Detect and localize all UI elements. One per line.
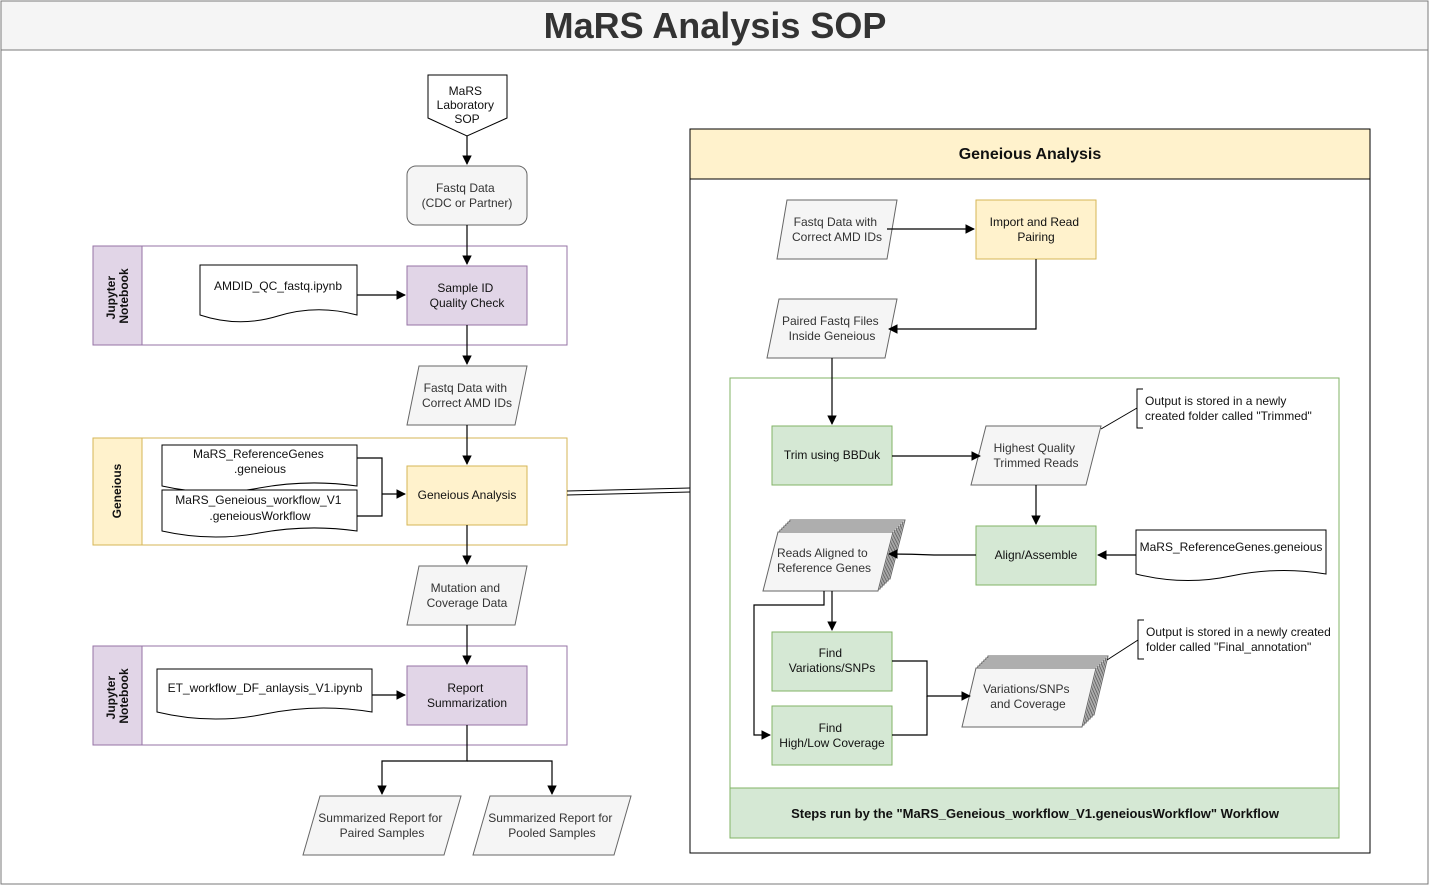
align-node: Align/Assemble	[975, 525, 1097, 586]
svg-text:MaRS_Geneious_workflow_V1: MaRS_Geneious_workflow_V1 .geneiousWorkf…	[175, 493, 344, 523]
page-title: MaRS Analysis SOP	[544, 5, 887, 46]
workflow-doc: MaRS_Geneious_workflow_V1 .geneiousWorkf…	[161, 489, 358, 538]
geneious-panel-title: Geneious Analysis	[959, 146, 1102, 163]
edge-final-note-link	[1106, 639, 1139, 661]
panel-connectors	[753, 224, 1139, 740]
svg-text:Mutation and Coverage Da: Mutation and Coverage Data	[427, 581, 508, 610]
panel-ref-genes-doc: MaRS_ReferenceGenes.geneious	[1135, 529, 1327, 581]
final-annotation-note: Output is stored in a newly created fold…	[1137, 619, 1334, 660]
edge-coverage-to-variations	[892, 696, 928, 736]
swimlane-geneious-label: Geneious	[110, 463, 124, 518]
svg-text:Output is stored in a newly cr: Output is stored in a newly created fold…	[1146, 625, 1334, 654]
svg-text:Summarized Report for Pa: Summarized Report for Paired Samples	[318, 811, 445, 840]
trimmed-note: Output is stored in a newly created fold…	[1136, 388, 1312, 429]
swimlane-jupyter-bottom-label: Jupyter Notebook	[104, 668, 131, 724]
fastq-correct-ids-node: Fastq Data with Correct AMD IDs	[406, 365, 528, 426]
mutation-coverage-node: Mutation and Coverage Data	[406, 565, 528, 626]
svg-text:ET_workflow_DF_anlaysis_V1.ipy: ET_workflow_DF_anlaysis_V1.ipynb	[168, 681, 363, 695]
svg-text:Reads Aligned to Referen: Reads Aligned to Reference Genes	[777, 546, 871, 575]
svg-text:Geneious Analysis: Geneious Analysis	[418, 488, 517, 502]
svg-text:AMDID_QC_fastq.ipynb: AMDID_QC_fastq.ipynb	[214, 279, 342, 293]
svg-text:Find Variations/SNPs: Find Variations/SNPs	[789, 646, 875, 675]
svg-text:Report Summarization: Report Summarization	[427, 681, 507, 710]
svg-text:Fastq Data with Correct: Fastq Data with Correct AMD IDs	[422, 381, 512, 410]
svg-text:Import and Read Pairing: Import and Read Pairing	[990, 215, 1083, 244]
paired-files-node: Paired Fastq Files Inside Geneious	[766, 298, 898, 359]
edge-trimmed-note-link	[1100, 407, 1138, 430]
find-coverage-node: Find High/Low Coverage	[771, 705, 893, 766]
edge-report-to-pooled	[467, 760, 557, 795]
edge-snps-to-variations	[892, 660, 971, 701]
geneious-analysis-node: Geneious Analysis	[406, 465, 528, 526]
svg-text:MaRS_ReferenceGenes .gen: MaRS_ReferenceGenes .geneious	[193, 447, 327, 476]
link-to-geneious-panel	[566, 487, 691, 496]
svg-text:Find High/Low Coverage: Find High/Low Coverage	[779, 721, 885, 750]
variations-coverage-node: Variations/SNPs and Coverage	[961, 655, 1109, 728]
find-snps-node: Find Variations/SNPs	[771, 631, 893, 692]
reads-aligned-node: Reads Aligned to Reference Genes	[762, 519, 906, 592]
import-pairing-node: Import and Read Pairing	[975, 199, 1097, 260]
svg-text:Sample ID Quality Check: Sample ID Quality Check	[430, 281, 506, 310]
svg-text:MaRS_ReferenceGenes.geneious: MaRS_ReferenceGenes.geneious	[1140, 540, 1323, 554]
fastq-data-node: Fastq Data (CDC or Partner)	[406, 165, 528, 226]
svg-text:Trim using BBDuk: Trim using BBDuk	[784, 448, 881, 462]
workflow-footer-label: Steps run by the "MaRS_Geneious_workflow…	[791, 806, 1280, 821]
edge-reads-to-coverage	[753, 591, 825, 740]
edge-import-to-paired	[888, 259, 1037, 334]
svg-text:Summarized Report for Po: Summarized Report for Pooled Samples	[488, 811, 615, 840]
amdid-notebook-doc: AMDID_QC_fastq.ipynb	[199, 264, 358, 323]
report-paired-node: Summarized Report for Paired Samples	[302, 795, 462, 856]
svg-text:MaRS Laboratory SO: MaRS Laboratory SOP	[437, 84, 498, 126]
left-flow-connectors	[357, 136, 557, 795]
edge-docs-to-geneious	[357, 457, 405, 517]
trim-node: Trim using BBDuk	[771, 425, 893, 486]
edge-align-to-reads-aligned	[888, 549, 976, 559]
svg-text:Fastq Data with Correct: Fastq Data with Correct AMD IDs	[792, 215, 882, 244]
sample-id-qc-node: Sample ID Quality Check	[406, 265, 528, 326]
et-notebook-doc: ET_workflow_DF_anlaysis_V1.ipynb	[156, 668, 373, 720]
report-pooled-node: Summarized Report for Pooled Samples	[472, 795, 632, 856]
svg-text:Output is stored in a newly: Output is stored in a newly created fold…	[1145, 394, 1312, 423]
edge-report-to-paired	[377, 725, 468, 795]
svg-text:Paired Fastq Files Insid: Paired Fastq Files Inside Geneious	[782, 314, 882, 343]
svg-text:Align/Assemble: Align/Assemble	[995, 548, 1078, 562]
report-summarization-node: Report Summarization	[406, 665, 528, 726]
svg-text:Highest Quality Trimmed: Highest Quality Trimmed Reads	[994, 441, 1079, 470]
trimmed-reads-node: Highest Quality Trimmed Reads	[970, 425, 1102, 486]
svg-text:Fastq Data (CDC or Partn: Fastq Data (CDC or Partner)	[422, 181, 513, 210]
title-bar	[0, 0, 1429, 51]
swimlane-jupyter-top-label: Jupyter Notebook	[104, 268, 131, 324]
panel-fastq-in-node: Fastq Data with Correct AMD IDs	[776, 199, 898, 260]
svg-text:Variations/SNPs and Cove: Variations/SNPs and Coverage	[983, 682, 1073, 711]
lab-sop-node: MaRS Laboratory SOP	[427, 74, 508, 137]
